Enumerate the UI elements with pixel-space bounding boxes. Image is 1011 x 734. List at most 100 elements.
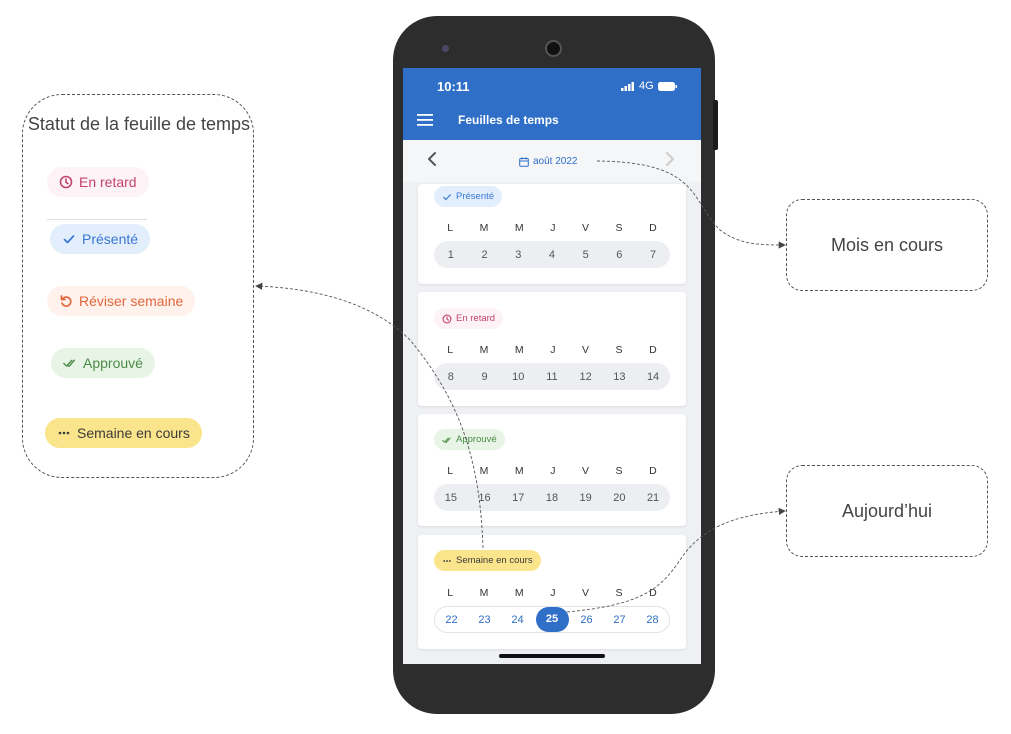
day-cell[interactable]: 24 bbox=[511, 613, 524, 626]
weekday-label: L bbox=[447, 344, 454, 356]
legend-chip-approved: Approuvé bbox=[51, 348, 155, 378]
weekday-label: J bbox=[550, 587, 556, 599]
signal-icon bbox=[621, 81, 634, 91]
weekday-label: L bbox=[447, 465, 454, 477]
battery-icon bbox=[657, 81, 677, 91]
legend-chip-current-week-label: Semaine en cours bbox=[77, 425, 190, 441]
day-cell[interactable]: 12 bbox=[579, 370, 592, 383]
status-indicators: 4G bbox=[621, 80, 678, 92]
day-cell[interactable]: 19 bbox=[579, 491, 592, 504]
week-days-row: 15 16 17 18 19 20 21 bbox=[434, 484, 670, 511]
weekday-label: M bbox=[479, 344, 489, 356]
weekday-label: V bbox=[581, 344, 589, 356]
app-bar: 10:11 4G Feuilles de temps bbox=[403, 68, 701, 140]
legend-chip-late: En retard bbox=[47, 167, 149, 197]
network-label: 4G bbox=[639, 80, 654, 92]
week-status-label: En retard bbox=[456, 313, 496, 324]
undo-icon bbox=[60, 295, 72, 307]
weekday-label: M bbox=[514, 587, 524, 599]
weekday-label: S bbox=[615, 222, 623, 234]
clock-icon bbox=[59, 175, 73, 189]
day-cell[interactable]: 20 bbox=[613, 491, 626, 504]
day-cell[interactable]: 15 bbox=[444, 491, 457, 504]
week-status-label: Semaine en cours bbox=[456, 555, 533, 566]
legend-chip-revise: Réviser semaine bbox=[47, 286, 196, 316]
day-cell[interactable]: 18 bbox=[545, 491, 559, 504]
day-cell[interactable]: 10 bbox=[512, 370, 525, 383]
day-cell[interactable]: 14 bbox=[646, 370, 660, 383]
weekday-label: V bbox=[581, 465, 589, 477]
week-days-row: 1 2 3 4 5 6 7 bbox=[434, 241, 670, 268]
month-label: août 2022 bbox=[533, 156, 578, 167]
legend-chip-submitted: Présenté bbox=[50, 224, 151, 254]
status-legend-panel: Statut de la feuille de temps En retard … bbox=[22, 94, 254, 478]
weekday-label: J bbox=[550, 465, 556, 477]
day-cell[interactable]: 16 bbox=[478, 491, 491, 504]
day-cell[interactable]: 1 bbox=[447, 248, 454, 261]
double-check-icon bbox=[63, 359, 76, 368]
callout-current-month: Mois en cours bbox=[786, 199, 988, 291]
day-cell[interactable]: 6 bbox=[616, 248, 623, 261]
day-cell[interactable]: 9 bbox=[481, 370, 488, 383]
legend-chip-current-week: Semaine en cours bbox=[45, 418, 202, 448]
phone-screen: 10:11 4G Feuilles de temps août 2022 Pré… bbox=[403, 68, 701, 664]
status-time: 10:11 bbox=[437, 79, 470, 94]
ellipsis-icon bbox=[443, 559, 451, 562]
chevron-left-icon[interactable] bbox=[425, 151, 439, 167]
weekday-label: M bbox=[514, 465, 524, 477]
legend-chip-approved-label: Approuvé bbox=[83, 355, 143, 371]
double-check-icon bbox=[442, 437, 451, 443]
week-days-row: 8 9 10 11 12 13 14 bbox=[434, 363, 670, 390]
weekday-label: S bbox=[615, 344, 623, 356]
day-cell[interactable]: 7 bbox=[650, 248, 657, 261]
weekday-label: M bbox=[479, 222, 489, 234]
weekday-label: L bbox=[447, 222, 454, 234]
day-cell[interactable]: 17 bbox=[512, 491, 525, 504]
legend-chip-late-label: En retard bbox=[79, 174, 137, 190]
day-cell[interactable]: 22 bbox=[445, 613, 458, 626]
weekday-label: D bbox=[649, 222, 657, 234]
day-cell-today[interactable]: 25 bbox=[535, 607, 569, 632]
day-cell[interactable]: 26 bbox=[580, 613, 593, 626]
day-cell[interactable]: 11 bbox=[546, 370, 558, 383]
legend-chip-submitted-label: Présenté bbox=[82, 231, 139, 247]
day-cell[interactable]: 13 bbox=[613, 370, 626, 383]
day-cell[interactable]: 27 bbox=[613, 613, 626, 626]
weekday-label: D bbox=[649, 465, 657, 477]
day-cell[interactable]: 2 bbox=[481, 248, 488, 261]
home-indicator bbox=[499, 654, 605, 658]
hamburger-menu-icon[interactable] bbox=[417, 114, 433, 126]
day-cell[interactable]: 21 bbox=[646, 491, 660, 504]
day-cell[interactable]: 28 bbox=[646, 613, 659, 626]
day-cell[interactable]: 4 bbox=[548, 248, 556, 261]
phone-sensor bbox=[442, 45, 449, 52]
day-cell[interactable]: 5 bbox=[582, 248, 589, 261]
week-days-row: 22 23 24 25 26 27 28 bbox=[434, 606, 670, 633]
weekday-label: J bbox=[550, 222, 556, 234]
phone-camera bbox=[545, 40, 562, 57]
calendar-icon bbox=[519, 156, 529, 167]
phone-side-button bbox=[713, 100, 718, 150]
week-status-label: Approuvé bbox=[456, 434, 497, 445]
month-selector[interactable]: août 2022 bbox=[519, 156, 578, 167]
app-title: Feuilles de temps bbox=[458, 113, 559, 127]
chevron-right-icon[interactable] bbox=[663, 151, 677, 167]
day-cell[interactable]: 23 bbox=[478, 613, 491, 626]
legend-chip-revise-label: Réviser semaine bbox=[79, 293, 184, 309]
weekday-label: D bbox=[649, 587, 657, 599]
weekday-label: M bbox=[479, 465, 489, 477]
week-status-label: Présenté bbox=[456, 191, 495, 202]
day-cell[interactable]: 8 bbox=[447, 370, 454, 383]
weekday-label: M bbox=[479, 587, 489, 599]
weekday-label: D bbox=[649, 344, 657, 356]
week-status-submitted: Présenté bbox=[434, 186, 503, 207]
weekday-label: S bbox=[615, 587, 623, 599]
week-status-late: En retard bbox=[434, 308, 504, 329]
day-cell[interactable]: 3 bbox=[515, 248, 522, 261]
